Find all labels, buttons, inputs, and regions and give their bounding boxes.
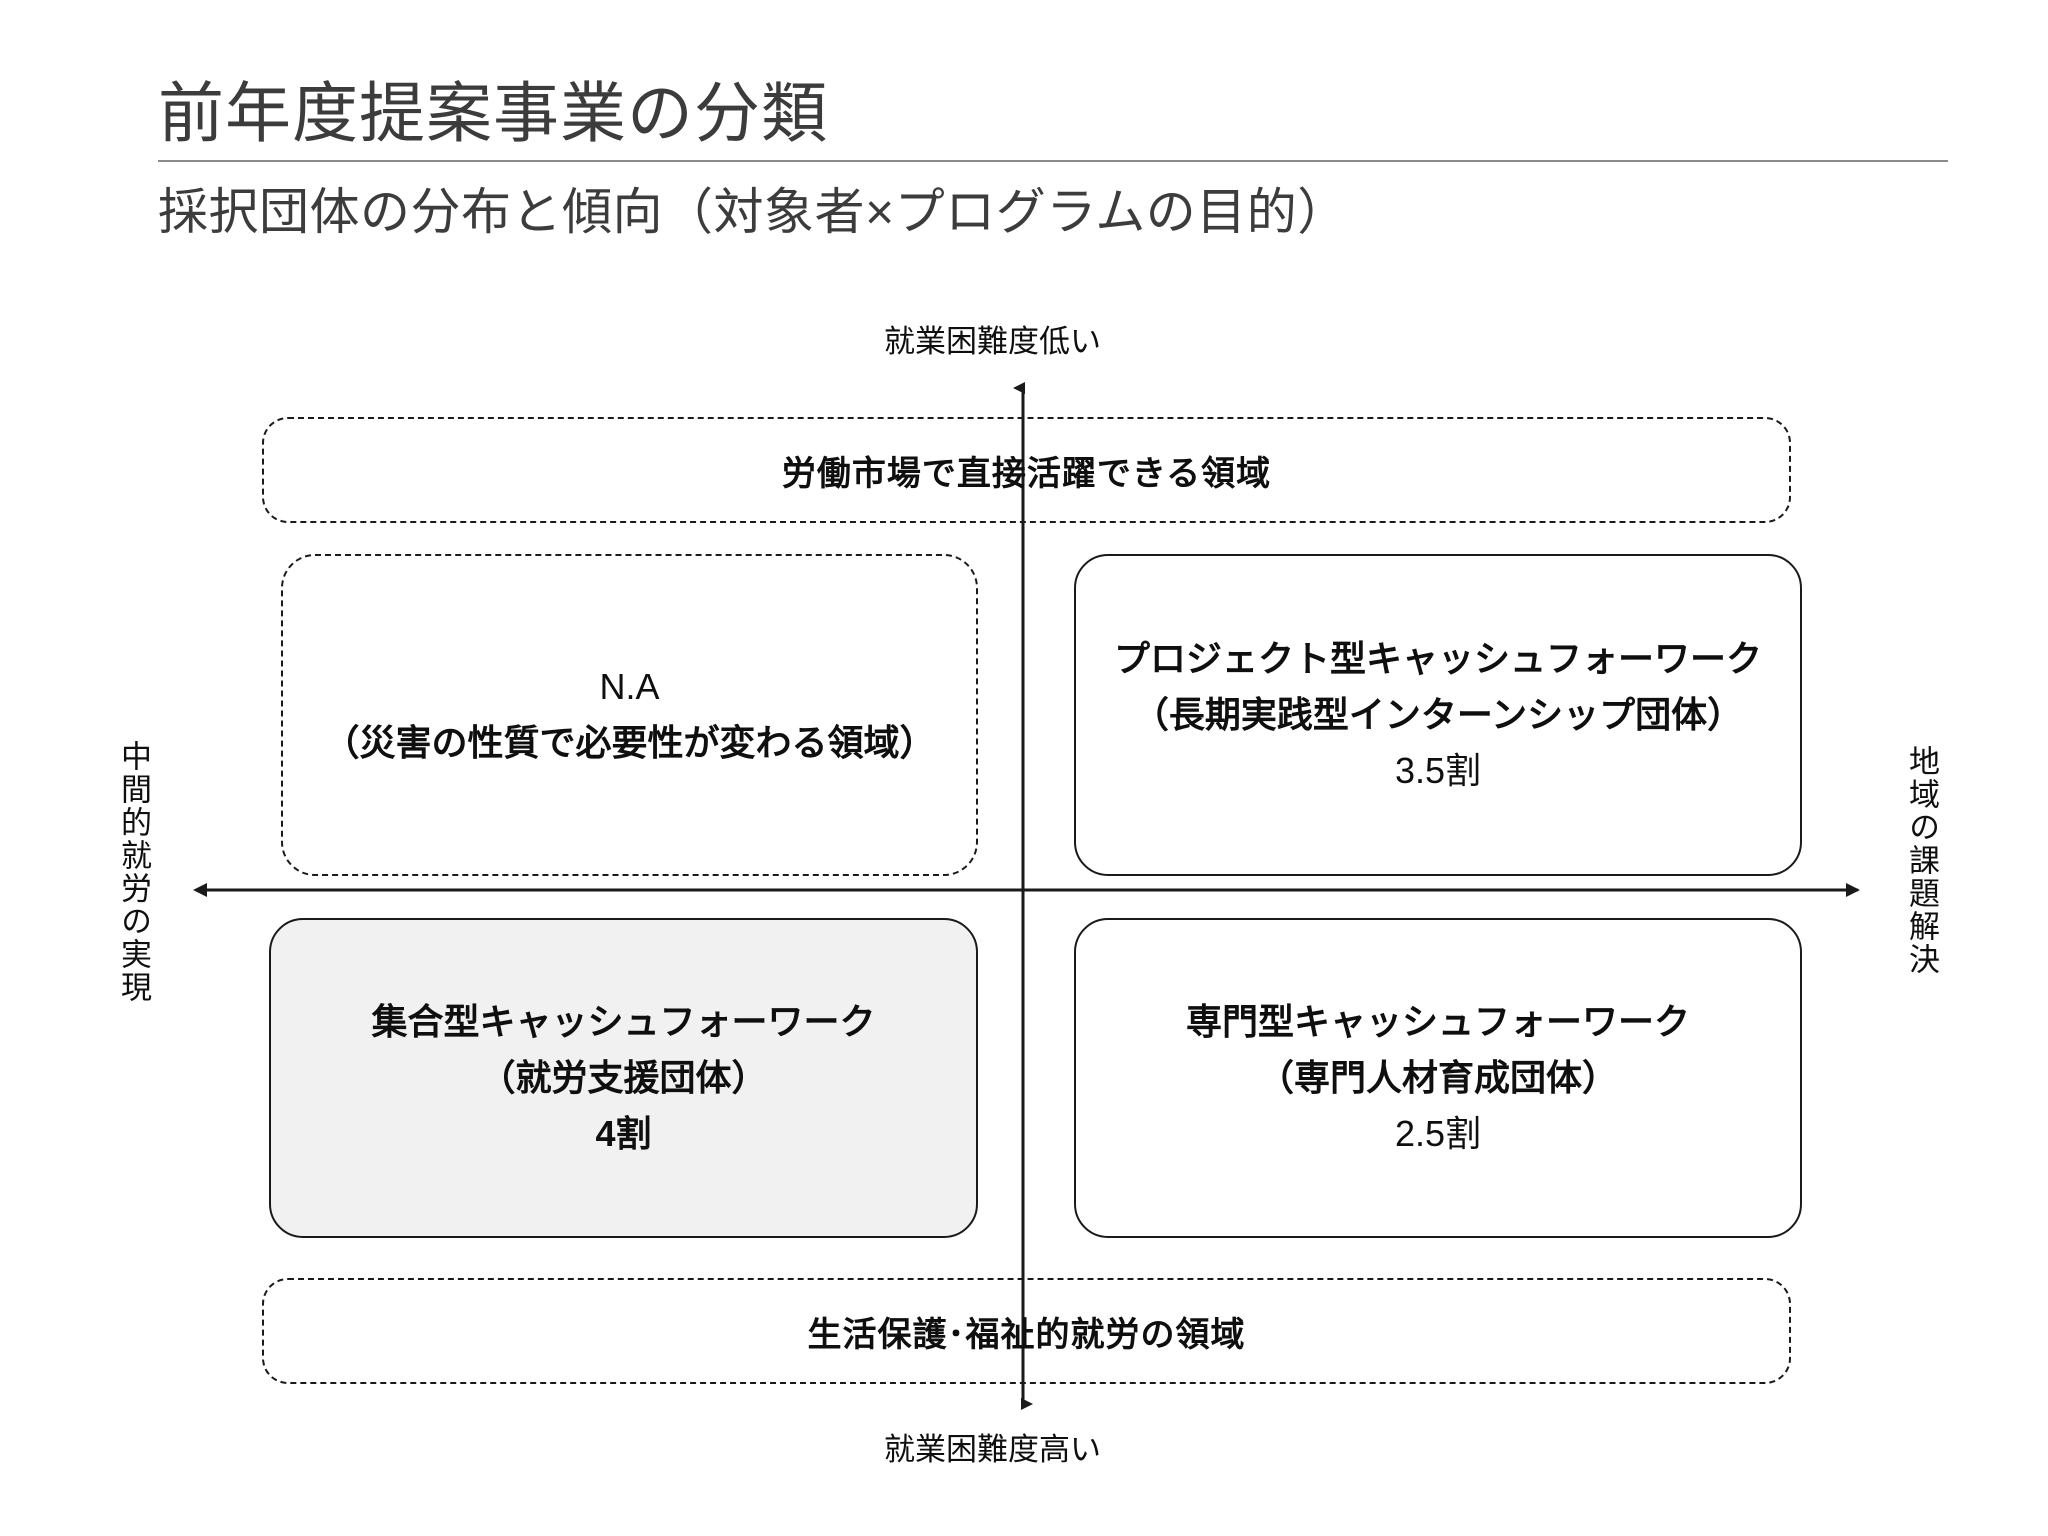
quadrant-bottom-left-value: 4割	[595, 1112, 652, 1154]
title-divider	[158, 159, 1948, 162]
slide-header: 前年度提案事業の分類 採択団体の分布と傾向（対象者×プログラムの目的）	[158, 76, 1948, 241]
quadrant-bottom-right-title: 専門型キャッシュフォーワーク	[1185, 1001, 1690, 1043]
quadrant-top-right-subtitle: （長期実践型インターンシップ団体）	[1132, 694, 1744, 736]
banner-top: 労働市場で直接活躍できる領域	[262, 417, 1791, 523]
axis-label-top: 就業困難度低い	[884, 324, 1101, 359]
quadrant-bottom-left-title: 集合型キャッシュフォーワーク	[371, 1001, 876, 1043]
quadrant-bottom-right[interactable]: 専門型キャッシュフォーワーク （専門人材育成団体） 2.5割	[1074, 918, 1802, 1238]
quadrant-top-left-subtitle: （災害の性質で必要性が変わる領域）	[323, 722, 936, 763]
banner-top-label: 労働市場で直接活躍できる領域	[781, 454, 1272, 493]
quadrant-bottom-right-subtitle: （専門人材育成団体）	[1257, 1057, 1618, 1099]
banner-bottom-label: 生活保護･福祉的就労の領域	[807, 1315, 1246, 1354]
quadrant-bottom-left[interactable]: 集合型キャッシュフォーワーク （就労支援団体） 4割	[269, 918, 978, 1238]
quadrant-top-right-value: 3.5割	[1394, 749, 1482, 791]
quadrant-bottom-right-value: 2.5割	[1394, 1112, 1482, 1154]
quadrant-top-left-title: N.A	[599, 666, 660, 708]
quadrant-top-right[interactable]: プロジェクト型キャッシュフォーワーク （長期実践型インターンシップ団体） 3.5…	[1074, 554, 1802, 876]
page-subtitle: 採択団体の分布と傾向（対象者×プログラムの目的）	[158, 183, 1348, 240]
quadrant-top-left[interactable]: N.A （災害の性質で必要性が変わる領域）	[281, 554, 978, 876]
quadrant-top-right-title: プロジェクト型キャッシュフォーワーク	[1113, 638, 1762, 680]
axis-label-right: 地域の課題解決	[1904, 745, 1939, 976]
page-title: 前年度提案事業の分類	[158, 76, 828, 150]
banner-bottom: 生活保護･福祉的就労の領域	[262, 1278, 1791, 1384]
axis-label-left: 中間的就労の実現	[116, 740, 151, 1004]
quadrant-bottom-left-subtitle: （就労支援団体）	[479, 1057, 768, 1099]
axis-label-bottom: 就業困難度高い	[884, 1432, 1101, 1467]
